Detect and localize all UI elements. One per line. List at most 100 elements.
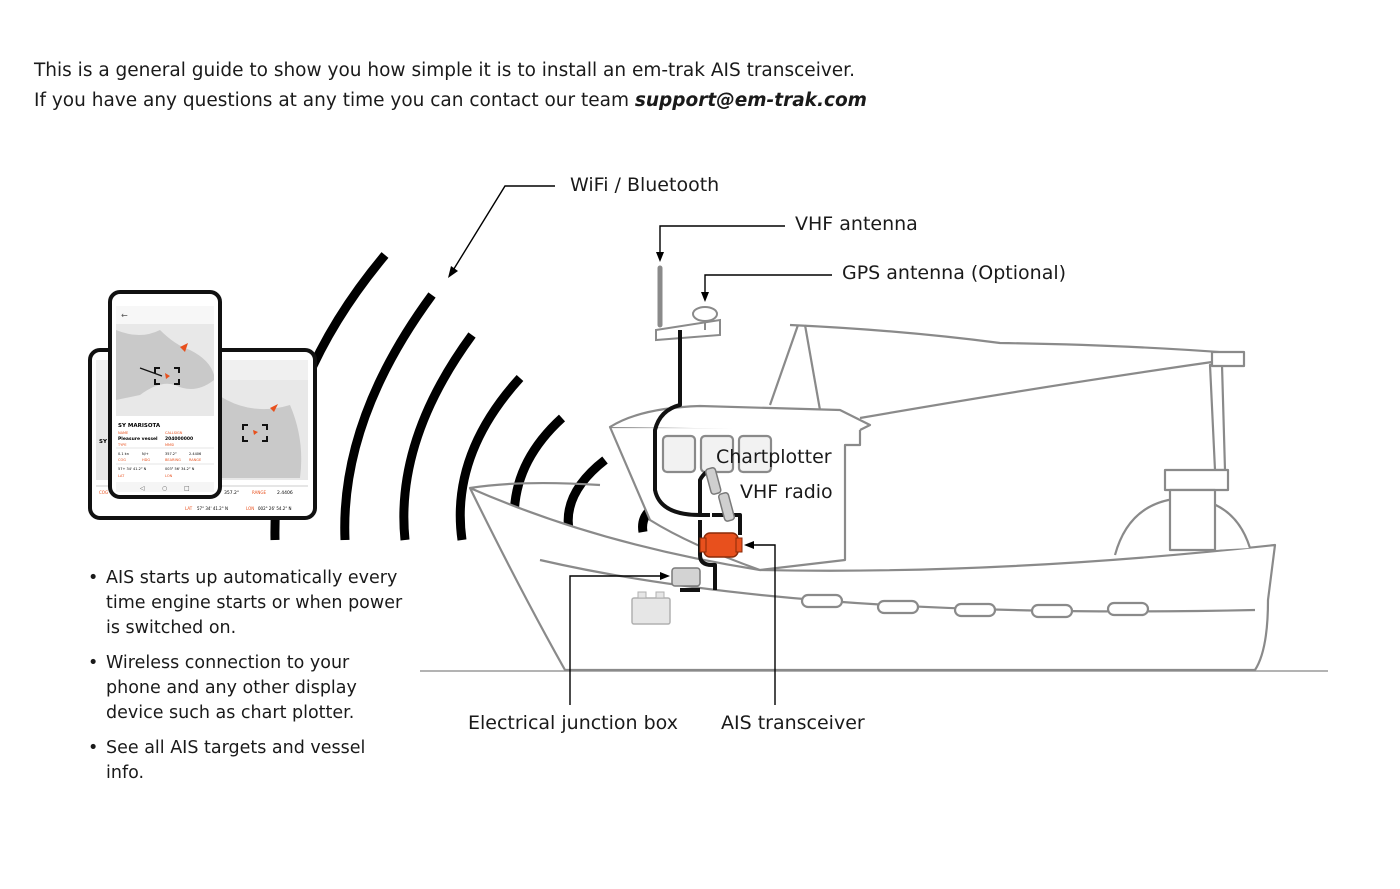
tablet-lat-value: 57° 34' 41.2° N — [197, 506, 228, 511]
signal-arc-4 — [455, 374, 524, 541]
bullet-item: Wireless connection to your phone and an… — [88, 651, 408, 726]
tablet-target-reticle — [242, 424, 268, 442]
signal-arc-2 — [340, 292, 436, 541]
tablet-bearing-value: 357.2° — [224, 490, 239, 496]
tablet-vessel-marker — [270, 404, 278, 412]
intro-line-2: If you have any questions at any time yo… — [34, 86, 867, 116]
gps-antenna-arrowhead — [701, 292, 709, 302]
phone-lon-label: LON — [165, 474, 173, 478]
nav-back-icon[interactable]: ◁ — [140, 485, 145, 492]
hull — [468, 486, 1277, 672]
support-email-link[interactable]: support@em-trak.com — [634, 90, 867, 111]
window-2 — [699, 434, 735, 474]
ais-transceiver-label: AIS transceiver — [721, 712, 865, 734]
bullet-item: See all AIS targets and vessel info. — [88, 736, 408, 786]
ais-tab-right — [735, 537, 743, 553]
phone-heading-line — [139, 367, 163, 377]
feature-bullets: AIS starts up automatically every time e… — [88, 566, 408, 796]
back-arrow-icon[interactable]: ← — [121, 311, 128, 320]
vhf-antenna-cable — [653, 330, 710, 517]
ais-transceiver-arrowhead — [744, 541, 754, 549]
chartplotter-label: Chartplotter — [716, 446, 832, 468]
leader-lines — [451, 185, 832, 705]
vhf-radio-unit — [717, 492, 736, 522]
junction-box-leader — [569, 575, 664, 705]
junction-box-label: Electrical junction box — [468, 712, 678, 734]
antenna-mast — [655, 265, 721, 342]
phone-type-label: TYPE — [117, 443, 127, 447]
tablet-vessel-name: SY M — [99, 439, 114, 445]
battery-terminal-1 — [637, 591, 647, 599]
signal-arc-3 — [399, 332, 476, 541]
junction-box-unit — [671, 567, 701, 587]
antenna-bracket — [655, 318, 721, 342]
vhf-antenna-leader — [659, 225, 785, 255]
intro-line-1: This is a general guide to show you how … — [34, 60, 855, 81]
gps-antenna-dome — [692, 306, 718, 322]
tablet-lon-label: LON — [246, 506, 254, 511]
phone-target-reticle — [154, 367, 180, 385]
canopy — [789, 323, 1234, 420]
deck-line-bow — [469, 481, 601, 490]
junction-box-arrowhead — [660, 572, 670, 580]
ais-transceiver-unit — [703, 532, 739, 558]
phone-lat-label: LAT — [118, 474, 125, 478]
phone-row1-c2: N/+ — [142, 452, 149, 456]
phone-vessel-name: SY MARISOTA — [118, 423, 161, 429]
phone-hdg-label: HDG — [142, 458, 150, 462]
window-3 — [737, 434, 773, 474]
intro-text: This is a general guide to show you how … — [34, 56, 867, 116]
phone-name-value: Pleasure vessel — [118, 436, 158, 442]
phone-row2-c2: 003° 56' 34.2° N — [165, 467, 195, 471]
wifi-arrowhead — [448, 266, 458, 278]
phone-row1-c3: 357.2° — [165, 452, 177, 456]
phone-nav-bar — [116, 482, 214, 492]
phone-target-marker — [165, 373, 170, 379]
phone-mmsi-label: MMSI — [165, 443, 174, 447]
wifi-bluetooth-label: WiFi / Bluetooth — [570, 174, 720, 196]
tablet-lat-label: LAT — [185, 506, 193, 511]
phone-bearing-label: BEARING — [165, 458, 181, 462]
tablet-target-marker — [253, 430, 258, 435]
gantry-base — [1163, 468, 1230, 492]
signal-arc-6 — [563, 456, 608, 537]
vhf-antenna-arrowhead — [656, 252, 664, 262]
ais-lower-cable — [698, 520, 717, 590]
tablet-range-value: 2.4406 — [277, 490, 293, 496]
gantry-top — [1210, 350, 1246, 368]
ais-transceiver-leader — [748, 544, 776, 705]
phone-map-land — [116, 330, 214, 400]
wifi-leader — [451, 185, 555, 273]
ais-tab-left — [699, 537, 707, 553]
phone-callsign-value: 204000000 — [165, 436, 193, 442]
tablet-range-label: RANGE — [252, 490, 266, 495]
gps-antenna-label: GPS antenna (Optional) — [842, 262, 1067, 284]
vhf-radio-label: VHF radio — [740, 481, 833, 503]
canopy-pole-front — [768, 324, 800, 406]
phone-name-label: NAME — [118, 431, 128, 435]
tablet-lon-value: 002° 26' 54.2° N — [258, 506, 292, 511]
phone-row2-c1: 57+ 34' 41.2° N — [118, 467, 147, 471]
window-1 — [661, 434, 697, 474]
phone-info-panel — [116, 416, 214, 482]
battery-terminal-2 — [655, 591, 665, 599]
vhf-antenna-label: VHF antenna — [795, 213, 918, 235]
bullet-item: AIS starts up automatically every time e… — [88, 566, 408, 641]
phone-callsign-label: CALLSIGN — [165, 431, 183, 435]
vhf-radio-cable — [712, 513, 742, 535]
nav-recents-icon[interactable]: □ — [184, 485, 190, 492]
wireless-signal-arcs — [270, 252, 660, 541]
chartplotter-unit — [704, 467, 722, 495]
tablet-cog-label: COG — [99, 490, 108, 495]
phone-range-label: RANGE — [189, 458, 201, 462]
leader-arrowheads — [448, 252, 754, 580]
battery — [631, 597, 671, 625]
phone-row1-c4: 2.4406 — [189, 452, 201, 456]
phone-row1-c1: 0.1 kn — [118, 452, 129, 456]
phone-cog-label: COG — [118, 458, 126, 462]
canopy-pole-back — [803, 324, 822, 411]
gps-antenna-leader — [704, 274, 832, 296]
fishing-boat — [468, 323, 1277, 672]
nav-home-icon[interactable]: ○ — [162, 485, 167, 492]
